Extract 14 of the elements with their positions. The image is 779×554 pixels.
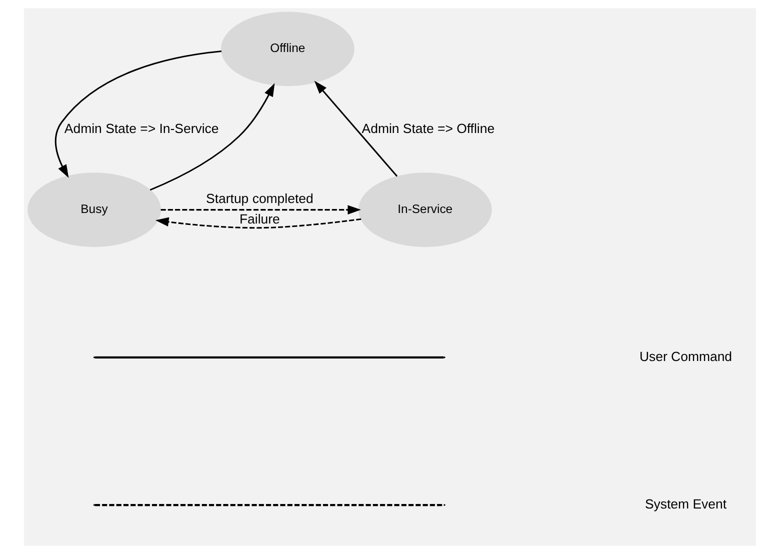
node-ellipse: Offline — [220, 12, 354, 86]
arrow — [160, 205, 360, 214]
edge-label: Admin State => Offline — [361, 120, 494, 136]
edge-label: Startup completed — [206, 191, 313, 206]
edge-label: Failure — [238, 211, 280, 226]
arrow — [154, 217, 361, 229]
legend-label: System Event — [644, 496, 726, 512]
edge-label: Admin State => In-Service — [64, 120, 218, 136]
node-ellipse: Busy — [27, 172, 160, 247]
arrow — [54, 50, 222, 178]
node-ellipse: In-Service — [358, 172, 492, 247]
arrow — [149, 83, 274, 191]
arrow — [314, 80, 398, 177]
legend-label: User Command — [638, 348, 732, 364]
